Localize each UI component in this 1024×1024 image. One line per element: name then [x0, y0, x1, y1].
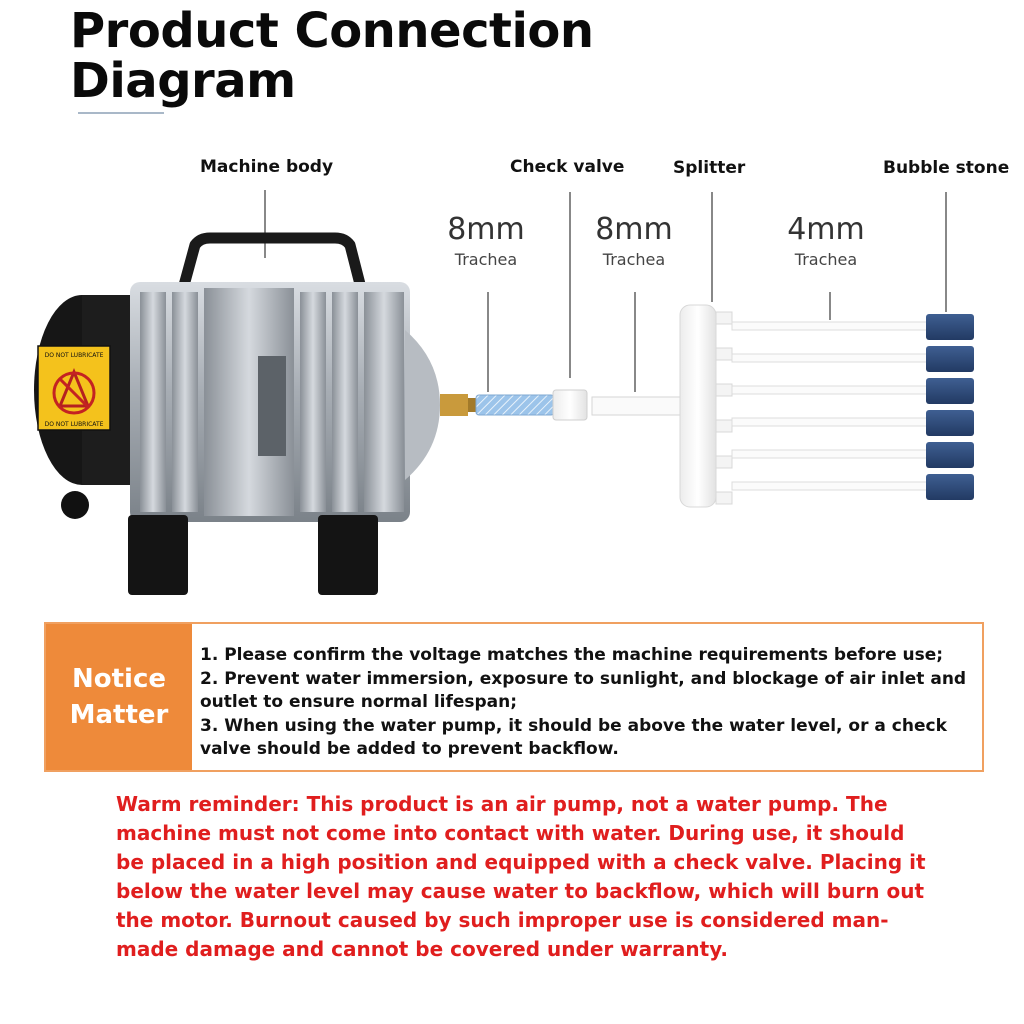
check-valve [552, 389, 588, 421]
bubble-stone-4 [926, 410, 974, 436]
tube-4mm-4 [731, 417, 929, 427]
tube-3-size: 4mm [787, 212, 865, 247]
bubble-stone-3 [926, 378, 974, 404]
inlet-port [61, 491, 89, 519]
warm-reminder: Warm reminder: This product is an air pu… [116, 792, 926, 961]
fin-5 [364, 292, 404, 512]
fin-1 [140, 292, 166, 512]
pump-motor-cap-group: DO NOT LUBRICATE DO NOT LUBRICATE [34, 295, 142, 519]
leader-lines [264, 190, 947, 392]
tube-4mm-2 [731, 353, 929, 363]
page-title: Product Connection Diagram [70, 6, 630, 106]
notice-box: Notice Matter 1. Please confirm the volt… [44, 622, 984, 772]
label-bubble-stone: Bubble stone [883, 158, 1010, 178]
splitter-body [679, 304, 717, 508]
bubble-stones [926, 314, 974, 500]
pump-handle [174, 232, 368, 302]
label-machine-body: Machine body [200, 157, 334, 177]
tube-2-size: 8mm [595, 212, 673, 247]
label-splitter: Splitter [673, 158, 746, 178]
label-check-valve: Check valve [510, 157, 625, 177]
connection-diagram: DO NOT LUBRICATE DO NOT LUBRICATE [34, 190, 974, 595]
tube-1-name: Trachea [454, 250, 518, 269]
bubble-stone-5 [926, 442, 974, 468]
pump-foot-right [318, 515, 378, 595]
page-title-line1: Product Connection [70, 3, 594, 59]
tubes-4mm [731, 321, 929, 491]
brass-nozzle [440, 394, 468, 416]
notice-heading-line1: Notice [71, 664, 166, 694]
no-oil-icon [57, 368, 91, 408]
notice-heading-line2: Matter [69, 700, 169, 730]
tube-4mm-3 [731, 385, 929, 395]
tube-1-size: 8mm [447, 212, 525, 247]
page-title-line2: Diagram [70, 53, 296, 109]
splitter-group [679, 304, 733, 508]
title-underline [78, 112, 164, 114]
sticker-top-text: DO NOT LUBRICATE [45, 352, 104, 359]
pump-housing-group [128, 282, 478, 595]
fin-4 [332, 292, 358, 512]
tube-4mm-1 [731, 321, 929, 331]
tube-2-name: Trachea [602, 250, 666, 269]
notice-heading: Notice Matter [46, 624, 192, 770]
tube-3-name: Trachea [794, 250, 858, 269]
fin-2 [172, 292, 198, 512]
notice-list: 1. Please confirm the voltage matches th… [200, 644, 976, 762]
outlet-dome [405, 330, 440, 480]
pump-foot-left [128, 515, 188, 595]
notice-item-3: 3. When using the water pump, it should … [200, 716, 947, 759]
prohibited-icon [52, 371, 96, 415]
bubble-stone-6 [926, 474, 974, 500]
tube-8mm-mesh [475, 394, 555, 416]
warning-sticker [37, 345, 111, 431]
tube-8mm-white [591, 396, 689, 416]
tube-4mm-5 [731, 449, 929, 459]
notice-item-1: 1. Please confirm the voltage matches th… [200, 645, 944, 665]
fin-3 [300, 292, 326, 512]
notice-item-2: 2. Prevent water immersion, exposure to … [200, 669, 967, 712]
housing-window [258, 356, 286, 456]
pump-handle-group [174, 232, 368, 302]
bubble-stone-2 [926, 346, 974, 372]
bubble-stone-1 [926, 314, 974, 340]
sticker-bottom-text: DO NOT LUBRICATE [45, 421, 104, 428]
tube-4mm-6 [731, 481, 929, 491]
